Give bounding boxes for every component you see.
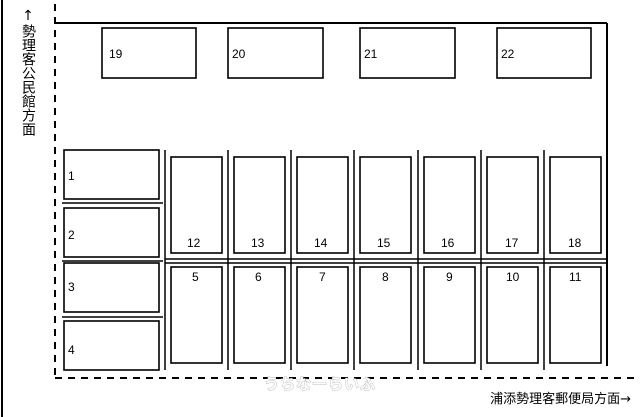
slot-number: 4 bbox=[68, 343, 75, 357]
parking-slot-19 bbox=[101, 27, 197, 79]
slot-number: 10 bbox=[506, 270, 520, 284]
lower-row-slots: 5 6 7 8 9 10 11 bbox=[170, 266, 602, 364]
slot-number: 9 bbox=[446, 270, 453, 284]
center-block-dividers bbox=[164, 150, 606, 370]
parking-slot-22 bbox=[496, 27, 592, 79]
slot-number: 7 bbox=[319, 270, 326, 284]
slot-number: 18 bbox=[568, 236, 582, 250]
slot-number: 8 bbox=[382, 270, 389, 284]
slot-number: 22 bbox=[501, 47, 515, 61]
parking-slot-9 bbox=[423, 266, 476, 364]
parking-slot-16 bbox=[423, 156, 476, 254]
slot-number: 13 bbox=[251, 236, 265, 250]
parking-slot-7 bbox=[296, 266, 349, 364]
slot-number: 21 bbox=[364, 47, 378, 61]
parking-slot-12 bbox=[170, 156, 223, 254]
slot-number: 6 bbox=[255, 270, 262, 284]
parking-slot-8 bbox=[359, 266, 412, 364]
parking-slot-5 bbox=[170, 266, 223, 364]
slot-number: 1 bbox=[68, 169, 75, 183]
parking-slot-13 bbox=[233, 156, 286, 254]
parking-slot-20 bbox=[227, 27, 324, 79]
slot-number: 20 bbox=[232, 47, 246, 61]
slot-number: 11 bbox=[569, 270, 582, 284]
parking-slot-4 bbox=[63, 320, 160, 371]
slot-number: 16 bbox=[441, 236, 455, 250]
slot-number: 19 bbox=[109, 47, 123, 61]
parking-slot-2 bbox=[63, 207, 160, 258]
slot-number: 14 bbox=[314, 236, 328, 250]
slot-number: 5 bbox=[192, 270, 199, 284]
parking-slot-1 bbox=[63, 149, 160, 200]
parking-slot-15 bbox=[359, 156, 412, 254]
slot-number: 17 bbox=[505, 236, 519, 250]
parking-slot-10 bbox=[486, 266, 539, 364]
slot-number: 12 bbox=[187, 236, 201, 250]
slot-number: 2 bbox=[68, 228, 75, 242]
parking-slot-3 bbox=[63, 262, 160, 313]
direction-north-label: ↑勢理客公民館方面 bbox=[20, 8, 36, 136]
slot-number: 15 bbox=[377, 236, 391, 250]
parking-slot-14 bbox=[296, 156, 349, 254]
slot-number: 3 bbox=[68, 280, 75, 294]
parking-slot-6 bbox=[233, 266, 286, 364]
parking-slot-17 bbox=[486, 156, 539, 254]
left-column-slots: 1 2 3 4 bbox=[62, 149, 163, 371]
watermark: うちなーらいふ bbox=[264, 375, 376, 393]
top-row-slots: 19 20 21 22 bbox=[101, 27, 592, 79]
upper-row-slots: 12 13 14 15 16 17 18 bbox=[170, 156, 602, 254]
parking-slot-18 bbox=[549, 156, 602, 254]
parking-slot-21 bbox=[359, 27, 456, 79]
parking-slot-11 bbox=[549, 266, 602, 364]
direction-east-label: 浦添勢理客郵便局方面→ bbox=[490, 391, 631, 407]
